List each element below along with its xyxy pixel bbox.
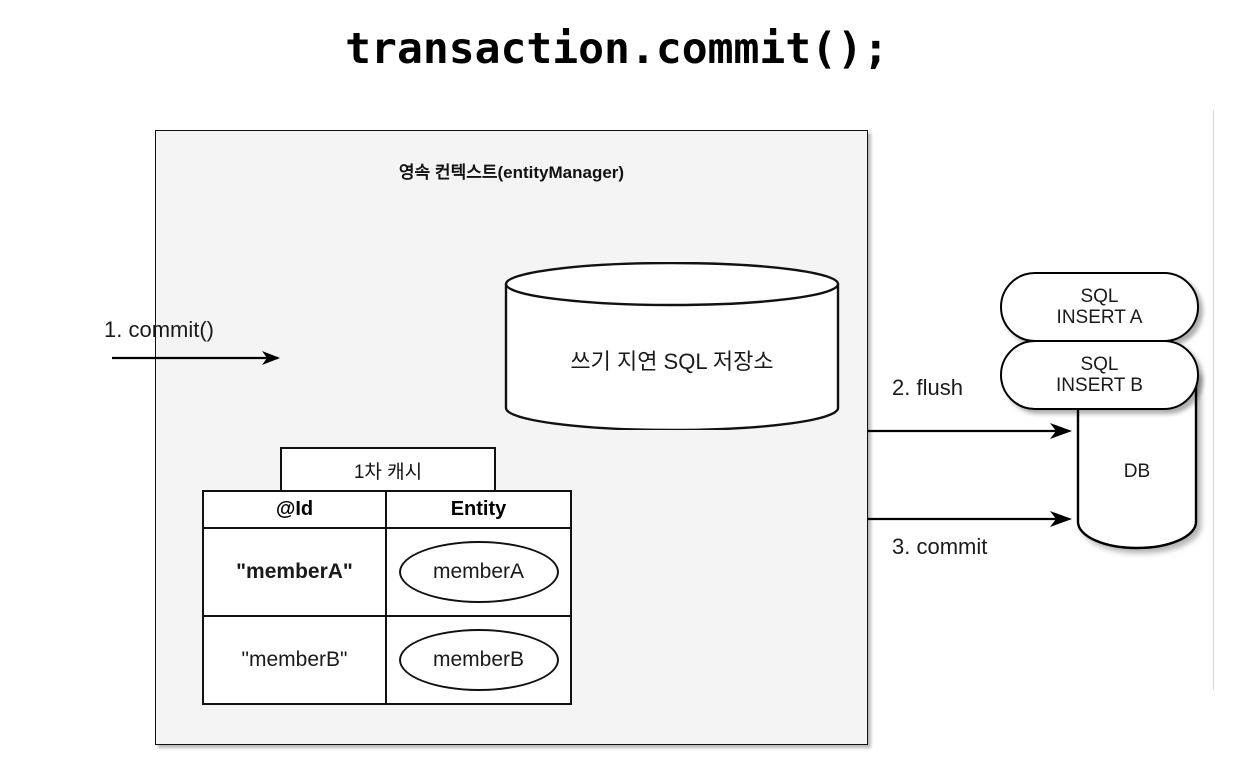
table-row: "memberA" memberA [202, 527, 572, 617]
column-header-id: @Id [202, 490, 387, 529]
sql-insert-a-pill: SQL INSERT A [1000, 272, 1199, 342]
slide-edge-guide-right [1213, 110, 1214, 690]
arrow-label-flush: 2. flush [892, 375, 963, 400]
sql-insert-b-line1: SQL [1080, 353, 1119, 375]
arrow-flush [868, 421, 1083, 441]
entity-oval: memberA [398, 541, 559, 603]
write-behind-sql-store-cylinder [504, 262, 840, 430]
table-header-row: @Id Entity [202, 490, 572, 529]
sql-insert-a-line2: INSERT A [1056, 307, 1143, 328]
cell-entity-memberb: memberB [385, 615, 572, 705]
entity-oval: memberB [398, 629, 559, 691]
sql-insert-b-pill: SQL INSERT B [1000, 340, 1199, 410]
first-level-cache-label: 1차 캐시 [353, 462, 423, 483]
page-title: transaction.commit(); [345, 24, 889, 74]
sql-insert-a-line1: SQL [1080, 285, 1119, 307]
column-header-entity: Entity [385, 490, 572, 529]
sql-insert-b-line2: INSERT B [1056, 375, 1143, 396]
first-level-cache-table: @Id Entity "memberA" memberA "memberB" m… [202, 490, 572, 705]
arrow-label-commit-db: 3. commit [892, 534, 988, 559]
cell-entity-membera: memberA [385, 527, 572, 617]
arrow-commit-in [112, 348, 292, 368]
cell-id-memberb: "memberB" [202, 615, 387, 705]
arrow-commit-db [868, 509, 1083, 529]
table-row: "memberB" memberB [202, 615, 572, 705]
cell-id-membera: "memberA" [202, 527, 387, 617]
persistence-context-title: 영속 컨텍스트(entityManager) [398, 163, 625, 182]
database-label: DB [1123, 461, 1151, 482]
database-cylinder [1076, 370, 1198, 552]
arrow-label-commit-in: 1. commit() [104, 317, 214, 342]
write-behind-sql-store-label: 쓰기 지연 SQL 저장소 [570, 349, 774, 374]
